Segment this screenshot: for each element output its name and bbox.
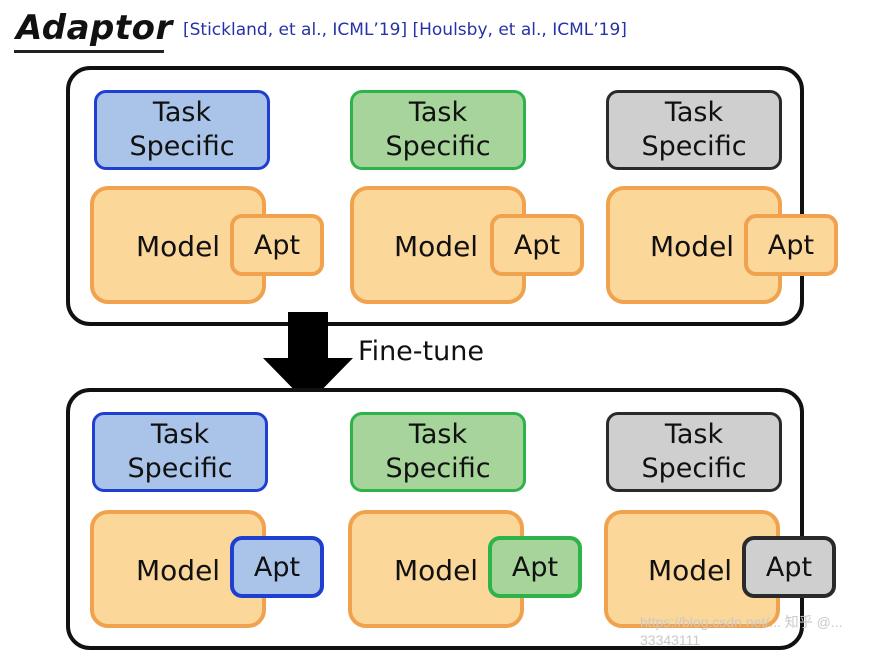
task-specific-blue-box: Task Specific [94,90,270,170]
watermark: https://blog.csdn.net/... 知乎 @... 333431… [640,614,843,648]
adapter-box-gray: Apt [742,536,836,598]
panel-before-finetune: Task Specific Task Specific Task Specifi… [66,66,838,326]
task-specific-gray-box: Task Specific [606,412,782,492]
model-label: Model [136,230,221,263]
title-underline [14,50,164,53]
down-arrow-icon [263,312,353,404]
citations: [Stickland, et al., ICML’19] [Houlsby, e… [183,20,627,40]
adapter-box: Apt [230,214,324,276]
model-label: Model [648,554,733,587]
adapter-box-green: Apt [488,536,582,598]
model-box: Model [90,510,266,628]
adapter-box-blue: Apt [230,536,324,598]
finetune-label: Fine-tune [358,336,484,367]
adapter-box: Apt [744,214,838,276]
model-label: Model [136,554,221,587]
panel-after-finetune: Task Specific Task Specific Task Specifi… [66,388,836,650]
task-specific-green-box: Task Specific [350,412,526,492]
diagram-title: Adaptor [16,8,173,48]
model-label: Model [650,230,735,263]
task-specific-green-box: Task Specific [350,90,526,170]
adapter-box: Apt [490,214,584,276]
task-specific-gray-box: Task Specific [606,90,782,170]
model-label: Model [394,230,479,263]
task-specific-blue-box: Task Specific [92,412,268,492]
model-label: Model [394,554,479,587]
